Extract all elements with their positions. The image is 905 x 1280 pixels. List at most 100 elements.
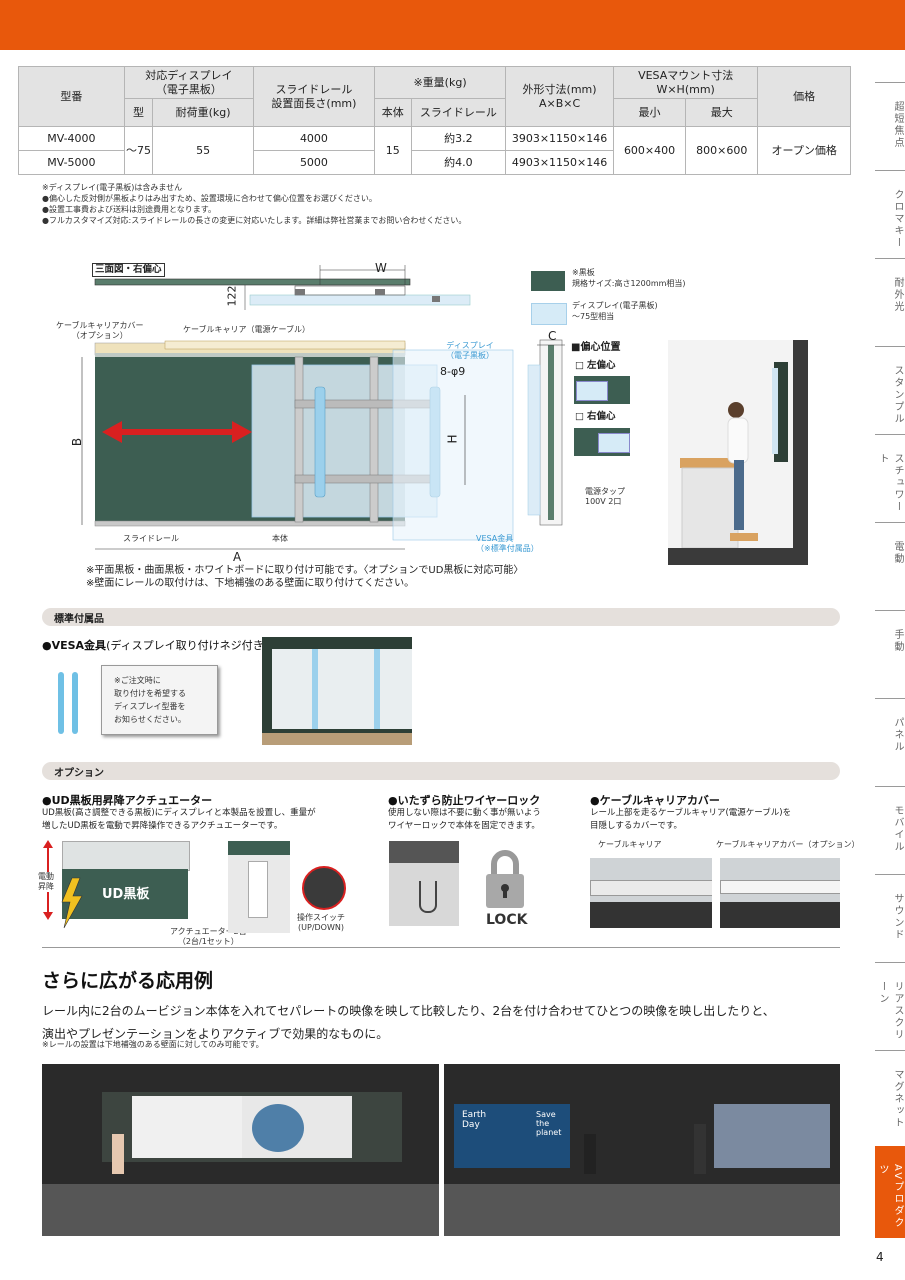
application-body: レール内に2台のムービジョン本体を入れてセパレートの映像を映して比較したり、2台… [42, 1000, 775, 1046]
order-note-text: ※ご注文時に 取り付けを希望する ディスプレイ型番を お知らせください。 [114, 676, 186, 724]
vesa-bracket-image [72, 672, 78, 734]
diagram-drawing [81, 265, 565, 550]
cell-dimensions: 4903×1150×146 [505, 150, 614, 175]
install-photo [668, 340, 808, 565]
cell-rail-weight: 約4.0 [410, 150, 507, 175]
right-offset-swatch [574, 428, 630, 456]
th-model: 型番 [18, 66, 125, 127]
th-vesa-min: 最小 [612, 98, 687, 127]
lock-title: ●いたずら防止ワイヤーロック [388, 794, 541, 807]
left-offset-label: □ 左偏心 [575, 360, 616, 372]
tab-chroma-key[interactable]: クロマキー [875, 170, 905, 258]
legend-display-swatch [531, 303, 567, 325]
classroom-photo-2: Earth Day Save the planet [444, 1064, 840, 1236]
cover-title: ●ケーブルキャリアカバー [590, 794, 720, 807]
label-vesa: VESA金具 （※標準付属品） [476, 534, 539, 553]
cover-right-label: ケーブルキャリアカバー（オプション） [716, 840, 860, 849]
vesa-title-text: ●VESA金具 [42, 639, 107, 652]
ud-actuator-label: アクチュエーター2台 （2台/1セット） [170, 927, 247, 946]
lock-desc: 使用しない際は不要に動く事が無いよう ワイヤーロックで本体を固定できます。 [388, 808, 541, 831]
wire-lock-photo [389, 841, 459, 926]
tab-ambient-light[interactable]: 耐外光 [875, 258, 905, 346]
tab-ultra-short[interactable]: 超短焦点 [875, 82, 905, 170]
switch-label: 操作スイッチ (UP/DOWN) [297, 913, 345, 932]
application-heading: さらに広がる応用例 [42, 970, 214, 992]
classroom-photo-1 [42, 1064, 439, 1236]
th-weight-rail: スライドレール [410, 98, 507, 127]
cell-display-type: ～75 [123, 126, 154, 175]
tab-av-products[interactable]: AVプロダクツ [875, 1146, 905, 1238]
order-note-card: ※ご注文時に 取り付けを希望する ディスプレイ型番を お知らせください。 [101, 665, 218, 735]
ud-motor-label: 電動 昇降 [38, 872, 54, 892]
tab-manual[interactable]: 手動 [875, 610, 905, 698]
header-bar [0, 0, 905, 50]
vesa-subtitle: (ディスプレイ取り付けネジ付き) [106, 639, 268, 652]
application-note: ※レールの設置は下地補強のある壁面に対してのみ可能です。 [42, 1040, 264, 1049]
divider [42, 947, 840, 948]
legend-display-title: ディスプレイ(電子黒板) [572, 301, 658, 310]
cell-dimensions: 3903×1150×146 [505, 126, 614, 151]
lock-icon [486, 850, 524, 908]
legend-display-desc: ～75型相当 [572, 312, 615, 321]
page-number: 4 [876, 1250, 884, 1264]
application-body-line: レール内に2台のムービジョン本体を入れてセパレートの映像を映して比較したり、2台… [42, 1004, 775, 1018]
cover-left-label: ケーブルキャリア [598, 840, 662, 849]
right-offset-text: 右偏心 [587, 411, 616, 422]
diagram-title: 三面図・右偏心 [92, 263, 165, 277]
cell-rail-length: 5000 [252, 150, 375, 175]
label-display: ディスプレイ （電子黒板） [446, 341, 494, 360]
tab-electric[interactable]: 電動 [875, 522, 905, 610]
th-dimensions: 外形寸法(mm) A×B×C [505, 66, 614, 127]
spec-table: 型番 対応ディスプレイ （電子黒板） スライドレール 設置面長さ(mm) ※重量… [18, 66, 851, 175]
label-cable-cover: ケーブルキャリアカバー （オプション） [56, 321, 144, 340]
diagram-note-2: ※壁面にレールの取付けは、下地補強のある壁面に取り付けてください。 [86, 578, 415, 589]
diagram-note-1: ※平面黒板・曲面黒板・ホワイトボードに取り付け可能です。〈オプションでUD黒板に… [86, 565, 524, 576]
tab-mobile[interactable]: モバイル [875, 786, 905, 874]
lock-label: LOCK [486, 912, 528, 928]
label-body: 本体 [272, 534, 288, 543]
ud-title: ●UD黒板用昇降アクチュエーター [42, 794, 213, 807]
offset-title: ■偏心位置 [571, 342, 621, 353]
label-h: H [445, 434, 460, 444]
tab-sound[interactable]: サウンド [875, 874, 905, 962]
cell-body-weight: 15 [373, 126, 412, 175]
label-122: 122 [225, 285, 239, 307]
ud-board-image: UD黒板 [62, 869, 188, 919]
checkbox-icon: □ [575, 411, 584, 422]
label-b: B [70, 437, 85, 447]
cell-model: MV-5000 [18, 150, 125, 175]
legend-board-title: ※黒板 [572, 268, 595, 277]
cable-carrier-photo [590, 858, 712, 928]
application-body-line: 演出やプレゼンテーションをよりアクティブで効果的なものに。 [42, 1027, 389, 1041]
cell-price: オープン価格 [757, 126, 851, 175]
options-section-label: オプション [54, 768, 104, 779]
cell-model: MV-4000 [18, 126, 125, 151]
save-planet-text: Save the planet [536, 1110, 562, 1137]
tab-stewart[interactable]: スチュワート [875, 434, 905, 522]
label-w: W [375, 261, 387, 275]
cell-vesa-max: 800×600 [685, 126, 759, 175]
table-row: MV-4000 ～75 55 4000 15 約3.2 3903×1150×14… [18, 126, 851, 175]
cable-cover-photo [720, 858, 840, 928]
tab-panel[interactable]: パネル [875, 698, 905, 786]
ud-board-label: UD黒板 [102, 887, 150, 902]
switch-photo [302, 866, 346, 910]
earth-day-text: Earth Day [462, 1110, 487, 1130]
options-section-bar: オプション [42, 762, 840, 780]
th-display-load: 耐荷重(kg) [152, 98, 254, 127]
table-row: MV-5000 5000 約4.0 4903×1150×146 [18, 150, 851, 175]
label-slide-rail: スライドレール [123, 534, 179, 543]
vesa-title: ●VESA金具(ディスプレイ取り付けネジ付き) [42, 637, 268, 653]
legend-board-desc: 規格サイズ:高さ1200mm相当) [572, 279, 686, 288]
legend-board-swatch [531, 271, 565, 291]
note-line: ●設置工事費および送料は別途費用となります。 [42, 205, 216, 214]
th-weight: ※重量(kg) [373, 66, 507, 99]
note-line: ●偏心した反対側が黒板よりはみ出すため、設置環境に合わせて偏心位置をお選びくださ… [42, 194, 377, 203]
label-a: A [233, 550, 242, 564]
tab-rear-screen[interactable]: リアスクリーン [875, 962, 905, 1050]
label-c: C [548, 329, 557, 343]
tab-magnet[interactable]: マグネット [875, 1050, 905, 1146]
tab-stumpfl[interactable]: スタンプル [875, 346, 905, 434]
actuator-photo [228, 841, 290, 933]
th-price: 価格 [757, 66, 851, 127]
